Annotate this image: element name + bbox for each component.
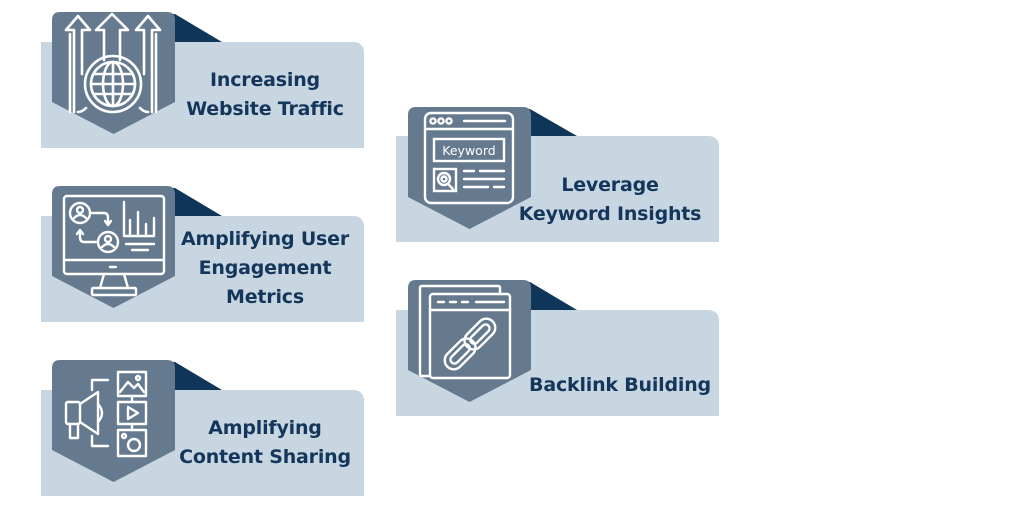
title-line: Content Sharing	[179, 446, 351, 468]
title-line: Amplifying	[208, 417, 322, 439]
fold-corner	[170, 14, 222, 42]
title-line: Website Traffic	[186, 98, 344, 120]
fold-corner	[170, 362, 222, 390]
globe-arrows-icon	[52, 12, 175, 134]
card-title: Amplifying User Engagement Metrics	[172, 225, 358, 312]
keyword-icon-text: Keyword	[442, 143, 495, 158]
fold-corner	[525, 282, 577, 310]
title-line: Metrics	[226, 286, 304, 308]
title-line: Engagement	[198, 257, 332, 279]
megaphone-media-icon	[52, 360, 175, 482]
title-line: Backlink Building	[529, 374, 711, 396]
card-title: Backlink Building	[520, 371, 720, 400]
fold-corner	[170, 188, 222, 216]
keyword-browser-icon: Keyword	[408, 107, 531, 229]
browser-link-icon	[408, 280, 531, 402]
title-line: Amplifying User	[180, 228, 350, 250]
title-line: Increasing	[210, 69, 320, 91]
card-title: Leverage Keyword Insights	[510, 171, 710, 229]
title-line: Leverage	[561, 174, 659, 196]
fold-corner	[525, 109, 577, 136]
card-title: Amplifying Content Sharing	[172, 414, 358, 472]
title-line: Keyword Insights	[518, 203, 702, 225]
card-title: Increasing Website Traffic	[180, 66, 350, 124]
monitor-users-chart-icon	[52, 186, 175, 308]
